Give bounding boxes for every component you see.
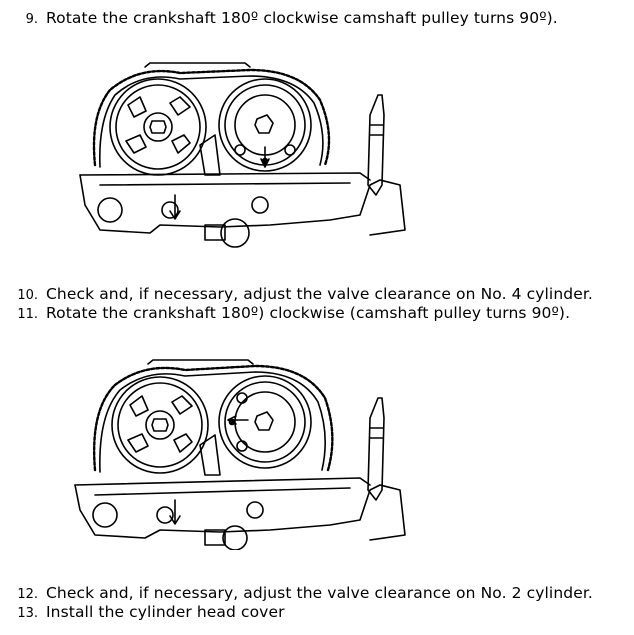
camshaft-sprocket-right: [218, 375, 312, 469]
camshaft-timing-diagram-1: [70, 55, 410, 255]
instruction-step-9: 9. Rotate the crankshaft 180º clockwise c…: [0, 9, 558, 29]
timing-illustration: [79, 62, 406, 248]
head-gasket-edge: [79, 172, 371, 181]
timing-mark-arrow: [227, 415, 249, 425]
bolt-hole: [220, 218, 250, 248]
step-number: 9.: [25, 12, 38, 27]
cylinder-head-outline: [79, 174, 406, 236]
step-text: Check and, if necessary, adjust the valv…: [46, 584, 593, 602]
step-text: Rotate the crankshaft 180º clockwise cam…: [46, 9, 558, 27]
bolt-hole: [246, 501, 264, 519]
bolt-hole: [97, 197, 123, 223]
camshaft-sprocket-left: [109, 78, 207, 176]
head-gasket-edge: [74, 477, 371, 486]
timing-chain: [92, 68, 331, 167]
camshaft-timing-diagram-2: [70, 350, 410, 550]
down-arrow: [169, 499, 181, 525]
instruction-step-10: 10. Check and, if necessary, adjust the v…: [0, 285, 593, 305]
camshaft-sprocket-right: [218, 78, 312, 172]
tool-probe: [367, 94, 385, 196]
bolt-hole: [92, 502, 118, 528]
cylinder-head-outline: [74, 484, 406, 541]
step-number: 13.: [17, 606, 38, 621]
bolt-hole: [156, 506, 174, 524]
bolt-hole: [161, 201, 179, 219]
step-text: Check and, if necessary, adjust the valv…: [46, 285, 593, 303]
instruction-step-13: 13. Install the cylinder head cover: [0, 603, 285, 623]
bolt-hole: [251, 196, 269, 214]
step-number: 10.: [17, 288, 38, 303]
timing-mark-arrow: [260, 146, 270, 168]
step-text: Install the cylinder head cover: [46, 603, 285, 621]
camshaft-sprocket-left: [111, 376, 209, 474]
instruction-step-12: 12. Check and, if necessary, adjust the v…: [0, 584, 593, 604]
down-arrow: [169, 194, 181, 220]
step-text: Rotate the crankshaft 180º) clockwise (c…: [46, 304, 571, 322]
timing-chain: [93, 364, 334, 472]
step-number: 11.: [17, 307, 38, 322]
tool-probe: [367, 397, 385, 501]
bolt-hole: [222, 525, 248, 550]
timing-illustration: [74, 359, 406, 550]
step-number: 12.: [17, 587, 38, 602]
instruction-step-11: 11. Rotate the crankshaft 180º) clockwise…: [0, 304, 570, 324]
